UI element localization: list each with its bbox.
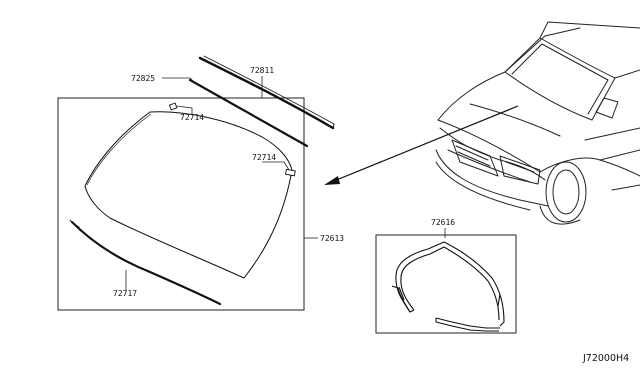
- weatherstrip-box: [375, 234, 517, 334]
- roof-molding: [198, 55, 335, 130]
- side-molding: [69, 219, 222, 306]
- diagram-code: J72000H4: [583, 353, 630, 364]
- label-windshield-glass: 72613: [320, 234, 345, 243]
- vehicle-illustration: [435, 21, 640, 225]
- label-clip-upper: 72714: [180, 113, 205, 122]
- windshield-glass: [84, 111, 293, 279]
- clip-right: [285, 168, 296, 177]
- clip-upper: [168, 102, 178, 111]
- weatherstrip-seal: [391, 241, 505, 332]
- glass-group-box: [57, 97, 305, 311]
- label-weatherstrip: 72616: [431, 218, 456, 227]
- label-roof-molding: 72811: [250, 66, 275, 75]
- leader-lines: [125, 76, 318, 290]
- label-molding-upper: 72825: [131, 74, 156, 83]
- label-side-molding: 72717: [113, 289, 138, 298]
- molding-upper: [188, 78, 309, 148]
- label-clip-right: 72714: [252, 153, 277, 162]
- pointer-arrow: [324, 105, 519, 185]
